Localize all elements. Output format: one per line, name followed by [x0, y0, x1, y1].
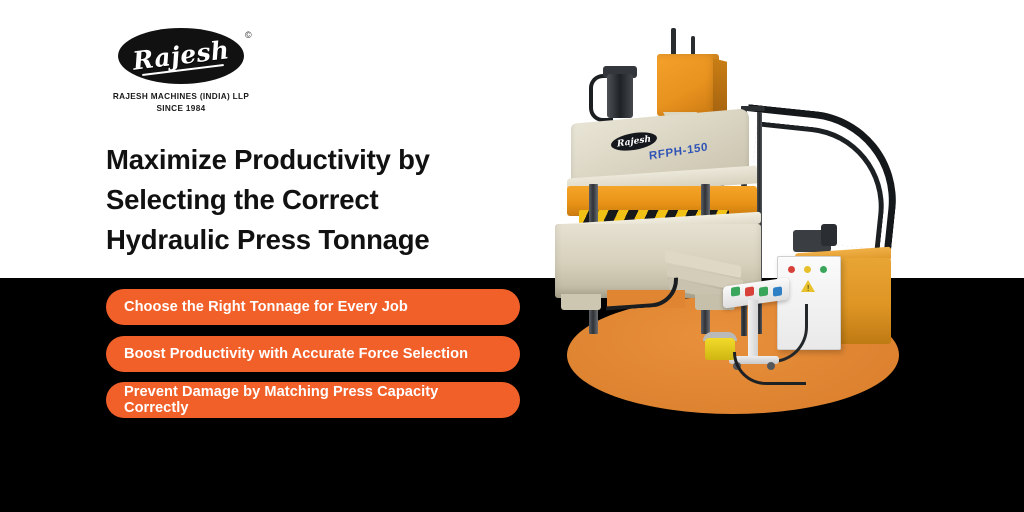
bullet-pill-1[interactable]: Choose the Right Tonnage for Every Job	[106, 289, 520, 325]
bullet-pill-1-label: Choose the Right Tonnage for Every Job	[124, 299, 408, 315]
base-notch	[607, 290, 685, 308]
cylinder-rod-a	[671, 28, 676, 56]
bullet-pill-3[interactable]: Prevent Damage by Matching Press Capacit…	[106, 382, 520, 418]
pendant-button-green-1	[731, 286, 740, 297]
foot-switch-guard	[703, 332, 737, 341]
headline-line-3: Hydraulic Press Tonnage	[106, 224, 430, 255]
bullet-pill-2[interactable]: Boost Productivity with Accurate Force S…	[106, 336, 520, 372]
hydraulic-press-image: Rajesh RFPH-150 !	[545, 8, 925, 420]
company-logo: Rajesh © RAJESH MACHINES (INDIA) LLP SIN…	[106, 28, 256, 113]
indicator-lamp-red	[788, 266, 795, 273]
headline-line-1: Maximize Productivity by	[106, 144, 430, 175]
registered-trademark-icon: ©	[245, 30, 252, 40]
pendant-button-red	[745, 286, 754, 297]
page-title: Maximize Productivity by Selecting the C…	[106, 140, 556, 260]
indicator-lamp-yellow	[804, 266, 811, 273]
headline-line-2: Selecting the Correct	[106, 184, 379, 215]
bullet-pill-2-label: Boost Productivity with Accurate Force S…	[124, 346, 469, 362]
indicator-lamp-green	[820, 266, 827, 273]
company-since-text: SINCE 1984	[156, 104, 206, 113]
cylinder-housing	[657, 54, 719, 116]
motor-fan-cover	[821, 224, 837, 246]
rear-mast-cap	[741, 106, 765, 111]
electric-motor	[831, 220, 875, 250]
pendant-button-green-2	[759, 286, 768, 297]
logo-ellipse-mark: Rajesh	[118, 28, 244, 84]
pendant-stem	[748, 300, 758, 358]
company-name-text: RAJESH MACHINES (INDIA) LLP	[112, 92, 250, 101]
valve-block	[607, 74, 633, 118]
base-foot-left	[561, 294, 601, 310]
foot-switch	[705, 338, 735, 360]
warning-triangle-icon: !	[801, 280, 815, 293]
cylinder-housing-side	[713, 58, 727, 118]
valve-hose-icon	[589, 74, 613, 122]
cylinder-rod-b	[691, 36, 695, 56]
pendant-button-blue	[773, 286, 782, 297]
bullet-pill-3-label: Prevent Damage by Matching Press Capacit…	[124, 384, 439, 416]
